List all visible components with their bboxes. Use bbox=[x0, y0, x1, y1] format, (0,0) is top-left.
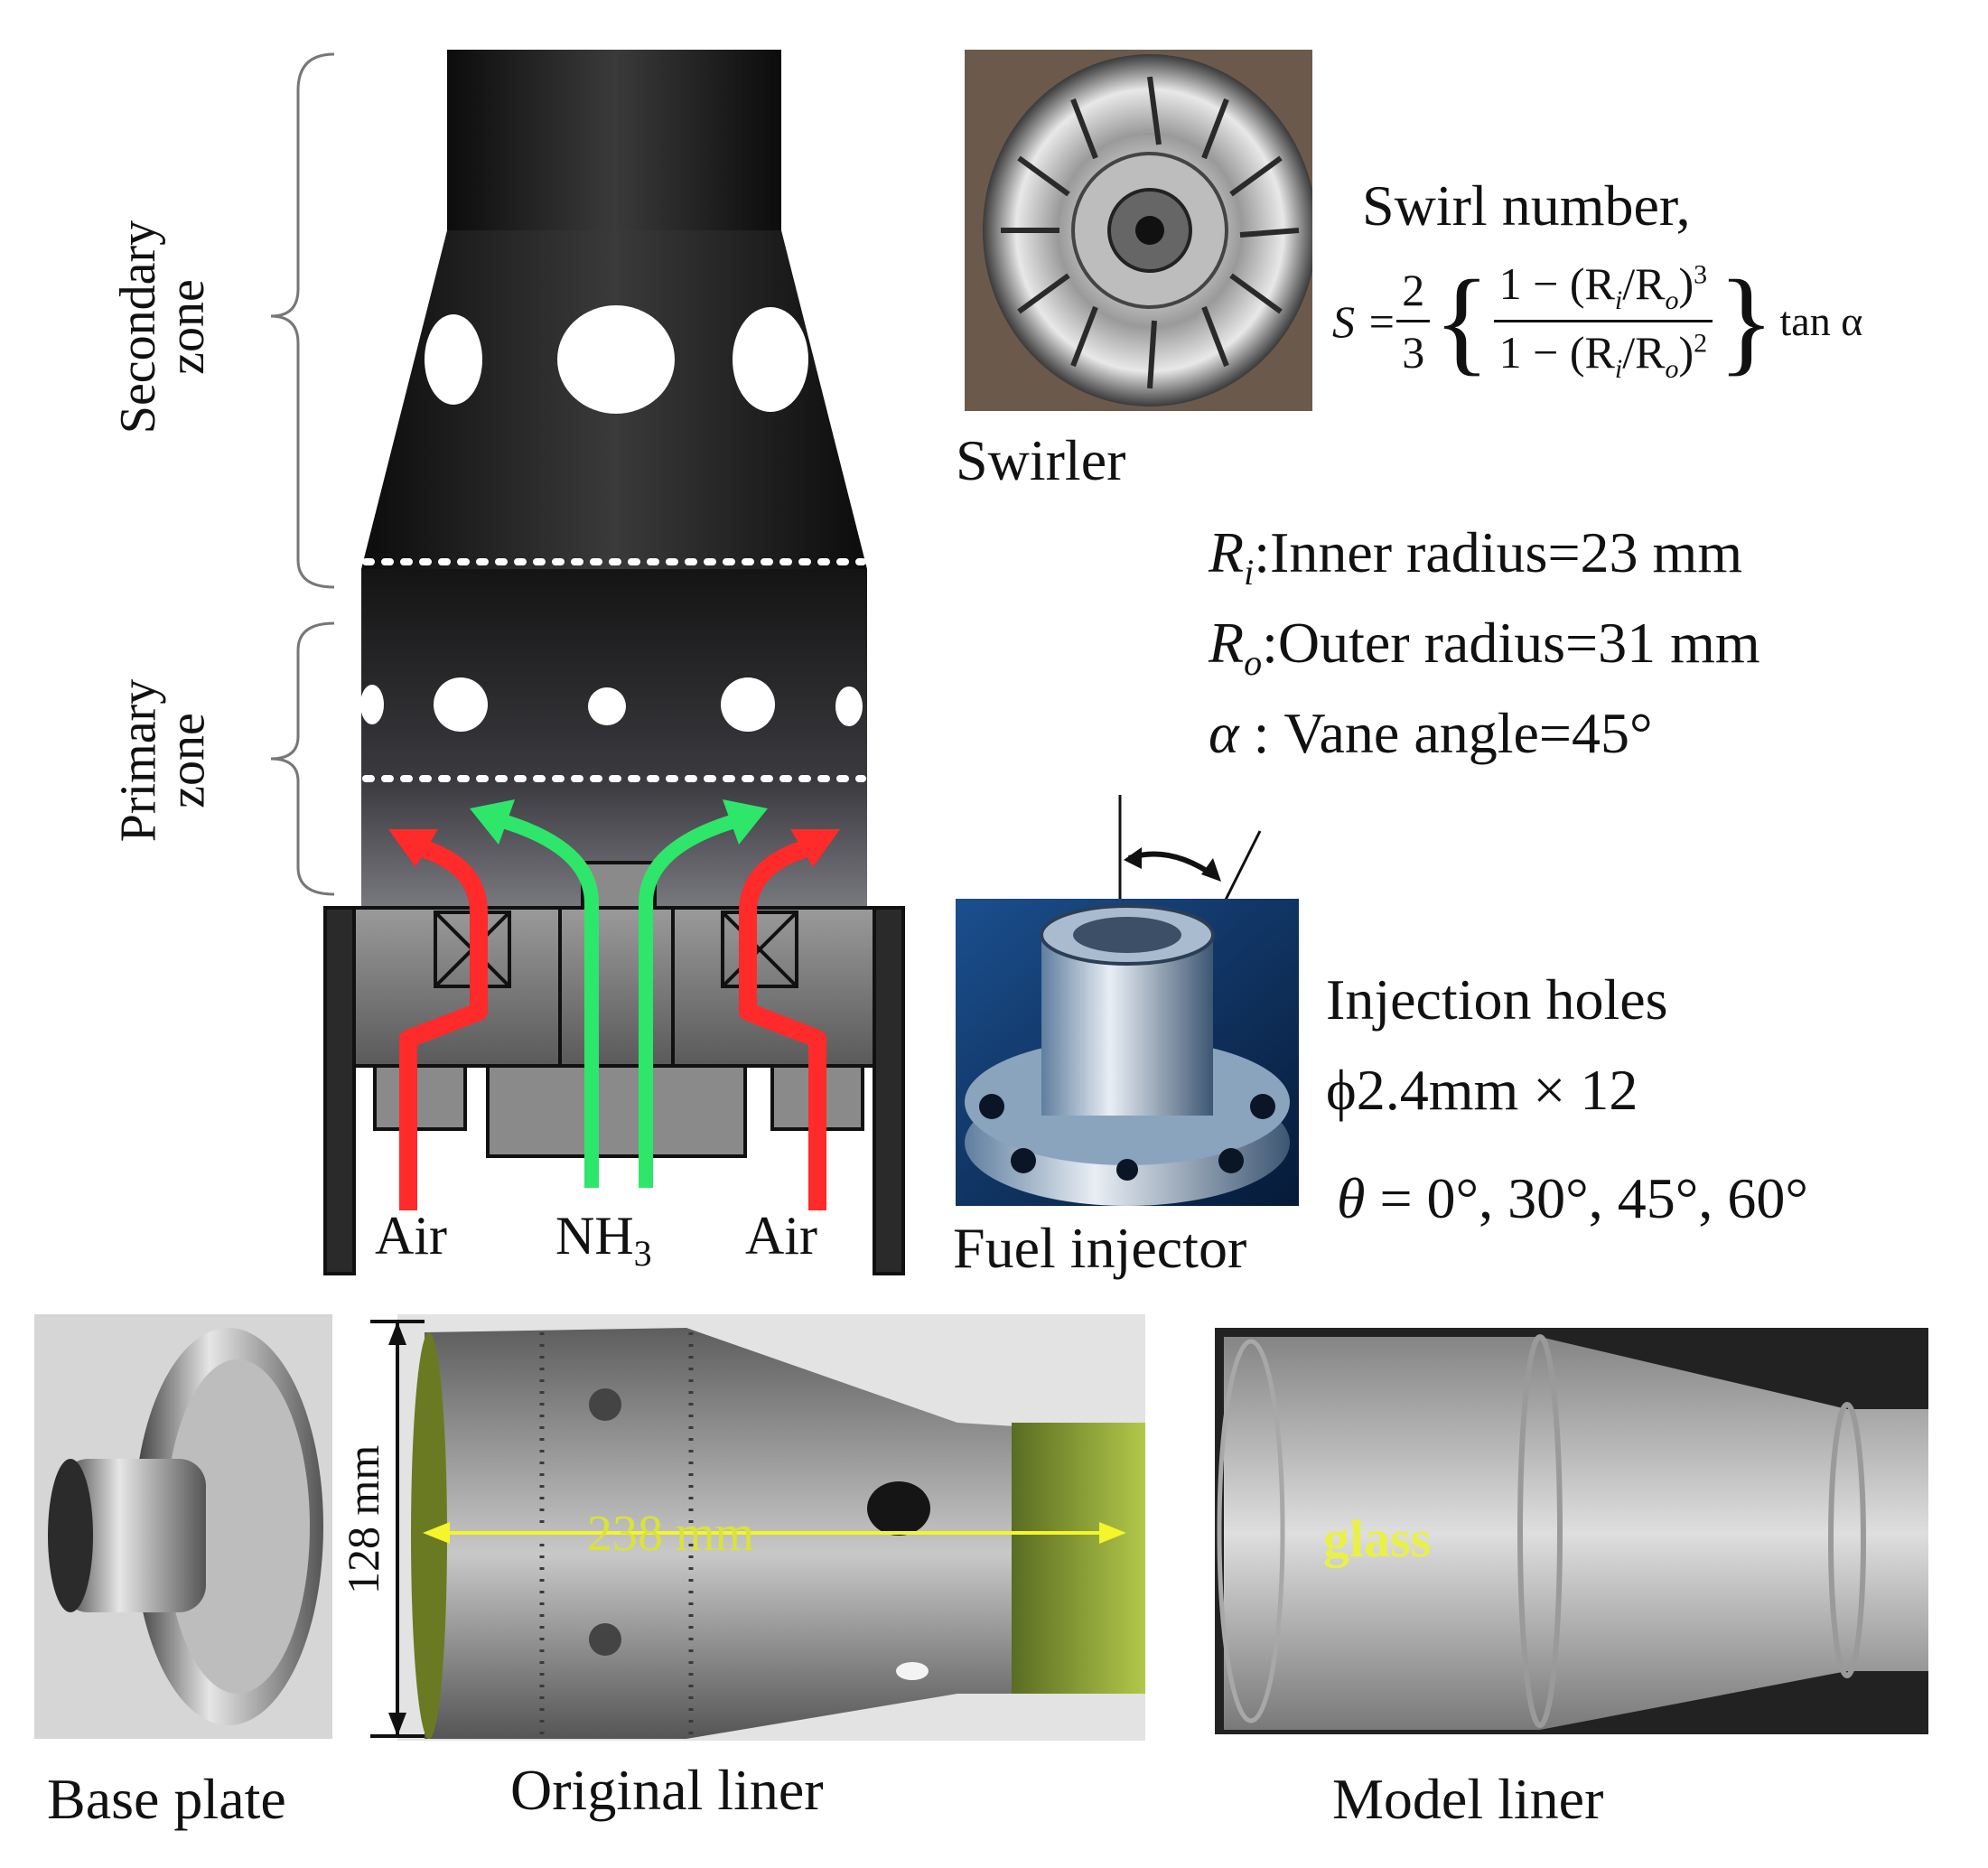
primary-hole bbox=[434, 677, 488, 732]
base-right-wall bbox=[873, 906, 905, 1275]
base-lug-left bbox=[373, 1064, 467, 1131]
original-liner-photo bbox=[397, 1314, 1145, 1741]
nh3-flow-right-arrow bbox=[639, 815, 734, 1188]
glass-label: glass bbox=[1323, 1509, 1432, 1568]
original-liner-caption: Original liner bbox=[510, 1758, 824, 1822]
exit-tube bbox=[447, 50, 781, 230]
inlet-air-left-label: Air bbox=[375, 1206, 447, 1266]
primary-hole bbox=[721, 677, 775, 732]
dilution-hole bbox=[733, 307, 808, 412]
base-plate-caption: Base plate bbox=[47, 1767, 286, 1831]
primary-hole bbox=[360, 685, 384, 724]
nh3-flow-left-arrow bbox=[503, 815, 599, 1188]
secondary-zone-label: Secondary zone bbox=[110, 219, 215, 434]
liner-height-dimension: 128 mm bbox=[338, 1444, 388, 1594]
param-vane-angle: α : Vane angle=45° bbox=[1209, 701, 1653, 765]
param-inner-radius: Ri:Inner radius=23 mm bbox=[1209, 520, 1743, 593]
formula-coefficient: 2 3 bbox=[1396, 264, 1431, 378]
base-left-wall bbox=[323, 906, 356, 1275]
formula-ratio: 1 − (Ri/Ro)3 1 − (Ri/Ro)2 bbox=[1493, 257, 1713, 385]
model-liner-caption: Model liner bbox=[1332, 1767, 1604, 1831]
secondary-zone-brace bbox=[270, 52, 335, 589]
swirler-box-right bbox=[721, 911, 798, 988]
swirl-number-formula: S = 2 3 { 1 − (Ri/Ro)3 1 − (Ri/Ro)2 } ta… bbox=[1332, 256, 1863, 387]
fuel-injector-photo bbox=[956, 899, 1299, 1206]
swirler-photo bbox=[965, 50, 1312, 411]
inlet-air-right-label: Air bbox=[745, 1206, 817, 1266]
fuel-injector-caption: Fuel injector bbox=[953, 1216, 1247, 1280]
primary-hole bbox=[835, 686, 863, 726]
air-flow-right-arrow bbox=[739, 840, 826, 1210]
swirl-number-title: Swirl number, bbox=[1362, 173, 1691, 238]
injection-holes-size: ϕ2.4mm × 12 bbox=[1326, 1058, 1638, 1122]
combustor-schematic bbox=[270, 50, 905, 1275]
inlet-nh3-label: NH3 bbox=[555, 1206, 652, 1274]
air-flow-left-arrow bbox=[399, 840, 488, 1210]
base-center-stem bbox=[486, 1064, 747, 1158]
dilution-hole bbox=[557, 305, 675, 414]
swirler-caption: Swirler bbox=[956, 428, 1126, 492]
primary-hole bbox=[588, 687, 626, 725]
liner-dimension-arrows bbox=[370, 1320, 1126, 1738]
injection-angles: θ = 0°, 30°, 45°, 60° bbox=[1337, 1166, 1808, 1230]
base-plate-photo bbox=[34, 1314, 332, 1739]
dilution-hole bbox=[425, 314, 482, 405]
model-liner-photo bbox=[1215, 1328, 1928, 1734]
injection-holes-label: Injection holes bbox=[1326, 967, 1668, 1032]
primary-zone-brace bbox=[270, 621, 335, 896]
liner-length-dimension: 238 mm bbox=[587, 1506, 755, 1562]
primary-zone-label: Primary zone bbox=[110, 678, 216, 843]
param-outer-radius: Ro:Outer radius=31 mm bbox=[1209, 611, 1760, 683]
